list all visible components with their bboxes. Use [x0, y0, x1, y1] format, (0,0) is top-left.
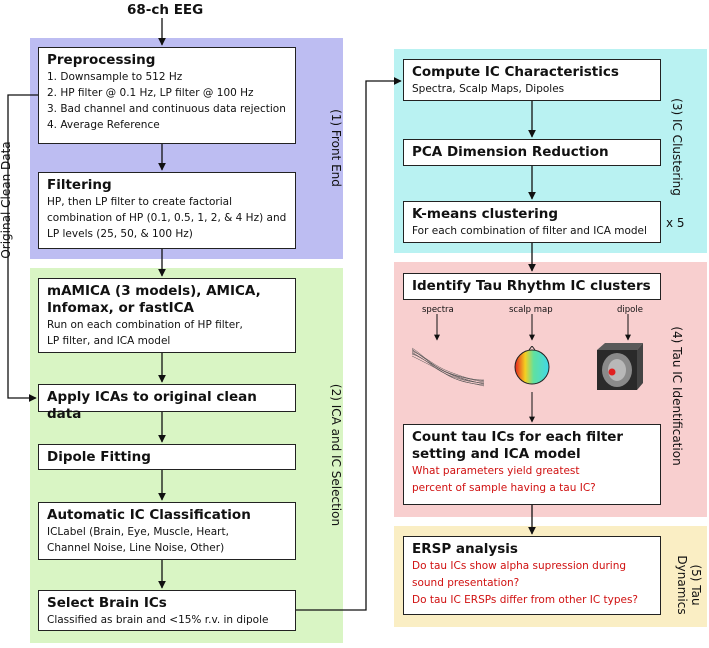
- apply-icas-box: Apply ICAs to original clean data: [38, 384, 296, 422]
- compute-ic-line: Spectra, Scalp Maps, Dipoles: [412, 83, 565, 95]
- filtering-box: Filtering HP, then LP filter to create f…: [38, 172, 296, 249]
- preprocessing-step: 3. Bad channel and continuous data rejec…: [47, 103, 286, 115]
- kmeans-title: K-means clustering: [412, 206, 559, 222]
- filtering-line: LP levels (25, 50, & 100 Hz): [47, 228, 193, 240]
- auto-classification-line: Channel Noise, Line Noise, Other): [47, 542, 225, 554]
- filtering-line: combination of HP (0.1, 0.5, 1, 2, & 4 H…: [47, 212, 287, 224]
- ersp-question: sound presentation?: [412, 577, 520, 589]
- preprocessing-step: 2. HP filter @ 0.1 Hz, LP filter @ 100 H…: [47, 87, 254, 99]
- auto-classification-line: ICLabel (Brain, Eye, Muscle, Heart,: [47, 526, 229, 538]
- identify-tau-box: Identify Tau Rhythm IC clusters: [403, 273, 661, 300]
- feature-label-spectra: spectra: [422, 305, 454, 315]
- pca-title: PCA Dimension Reduction: [412, 144, 609, 160]
- filtering-line: HP, then LP filter to create factorial: [47, 196, 232, 208]
- ersp-title: ERSP analysis: [412, 541, 518, 557]
- preprocessing-step: 1. Downsample to 512 Hz: [47, 71, 183, 83]
- apply-icas-title: Apply ICAs to original clean data: [47, 389, 257, 422]
- ica-selection-label: (2) ICA and IC Selection: [329, 383, 343, 527]
- spectra-thumbnail: [411, 347, 485, 387]
- clustering-label: (3) IC Clustering: [670, 98, 684, 196]
- feature-label-scalp-map: scalp map: [509, 305, 553, 315]
- front-end-label: (1) Front End: [329, 109, 343, 187]
- dynamics-label: (5) Tau Dynamics: [675, 555, 703, 615]
- preprocessing-title: Preprocessing: [47, 52, 156, 68]
- original-clean-data-label: Original Clean Data: [0, 140, 13, 260]
- ica-models-title: mAMICA (3 models), AMICA,: [47, 283, 261, 299]
- kmeans-line: For each combination of filter and ICA m…: [412, 225, 647, 237]
- ica-models-line: Run on each combination of HP filter,: [47, 319, 243, 331]
- ersp-box: ERSP analysis Do tau ICs show alpha supr…: [403, 536, 661, 615]
- ica-models-title: Infomax, or fastICA: [47, 300, 194, 316]
- count-tau-question: What parameters yield greatest: [412, 465, 580, 477]
- repeat-label: x 5: [666, 216, 685, 230]
- count-tau-question: percent of sample having a tau IC?: [412, 482, 596, 494]
- ersp-question: Do tau ICs show alpha supression during: [412, 560, 627, 572]
- count-tau-title: Count tau ICs for each filter: [412, 429, 624, 445]
- dipole-fitting-title: Dipole Fitting: [47, 449, 151, 465]
- compute-ic-box: Compute IC Characteristics Spectra, Scal…: [403, 59, 661, 101]
- select-brain-title: Select Brain ICs: [47, 595, 167, 611]
- auto-classification-title: Automatic IC Classification: [47, 507, 251, 523]
- auto-classification-box: Automatic IC Classification ICLabel (Bra…: [38, 502, 296, 560]
- identify-tau-title: Identify Tau Rhythm IC clusters: [412, 278, 651, 294]
- scalp-map-thumbnail: [514, 346, 550, 385]
- ersp-question: Do tau IC ERSPs differ from other IC typ…: [412, 594, 638, 606]
- compute-ic-title: Compute IC Characteristics: [412, 64, 619, 80]
- preprocessing-step: 4. Average Reference: [47, 119, 160, 131]
- select-brain-box: Select Brain ICs Classified as brain and…: [38, 590, 296, 631]
- select-brain-line: Classified as brain and <15% r.v. in dip…: [47, 614, 269, 626]
- pca-box: PCA Dimension Reduction: [403, 139, 661, 166]
- dipole-thumbnail: [597, 343, 643, 390]
- ica-models-line: LP filter, and ICA model: [47, 335, 171, 347]
- count-tau-box: Count tau ICs for each filter setting an…: [403, 424, 661, 505]
- kmeans-box: K-means clustering For each combination …: [403, 201, 661, 243]
- filtering-title: Filtering: [47, 177, 112, 193]
- dipole-fitting-box: Dipole Fitting: [38, 444, 296, 470]
- input-label: 68-ch EEG: [127, 2, 204, 18]
- ica-models-box: mAMICA (3 models), AMICA, Infomax, or fa…: [38, 278, 296, 353]
- count-tau-title: setting and ICA model: [412, 446, 581, 462]
- feature-label-dipole: dipole: [617, 305, 643, 315]
- identification-label: (4) Tau IC Identification: [670, 326, 684, 466]
- preprocessing-box: Preprocessing 1. Downsample to 512 Hz 2.…: [38, 47, 296, 144]
